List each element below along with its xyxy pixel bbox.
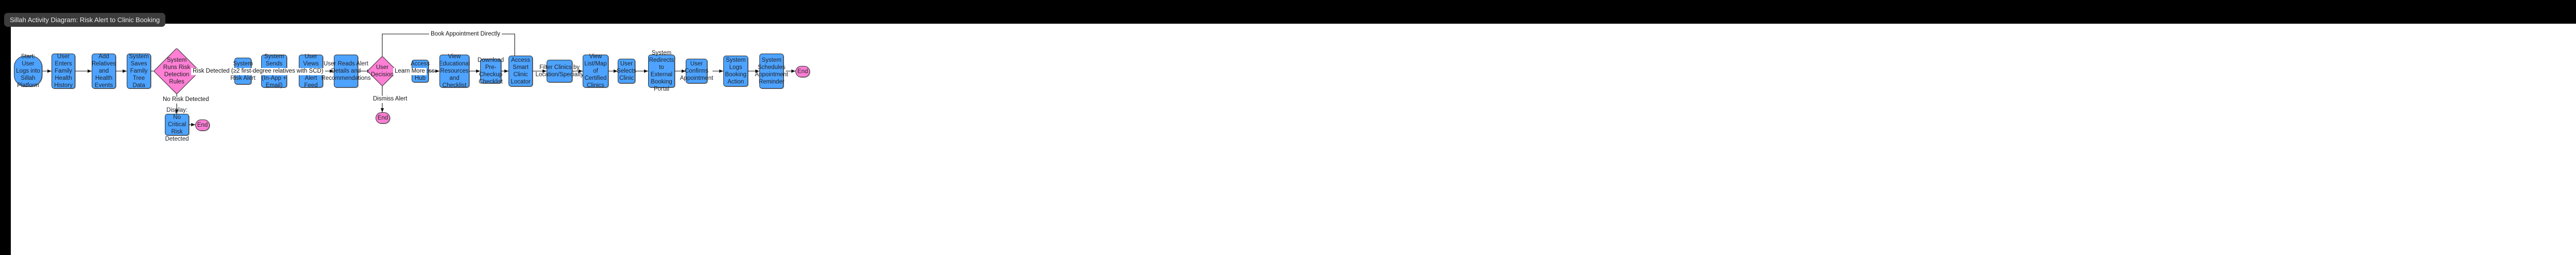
node-user-selects-clinic[interactable]: User Selects Clinic [617,59,636,83]
window-title: Sillah Activity Diagram: Risk Alert to C… [4,13,166,27]
edge-label-book-appointment-directly: Book Appointment Directly [429,31,502,38]
node-download-pre-checkup-checklist[interactable]: Download Pre-Checkup Checklist [477,57,504,86]
edge-label-risk-detected: Risk Detected (≥2 first-degree relatives… [191,68,325,75]
node-system-saves-family-tree-data[interactable]: System Saves Family Tree Data [127,54,151,89]
node-display-no-critical-risk-detected[interactable]: Display: No Critical Risk Detected [165,107,189,143]
node-view-educational-resources[interactable]: View Educational Resources and Checklist [438,53,470,89]
node-system-redirects-to-external-booking-portal[interactable]: System Redirects to External Booking Por… [648,49,675,93]
decision-label: System Runs Risk Detection Rules [163,57,191,86]
node-user-confirms-appointment[interactable]: User Confirms Appointment [680,59,713,83]
edge-label-no-risk-detected: No Risk Detected [161,96,211,104]
edge-label-learn-more: Learn More [393,68,427,75]
edge-layer [42,33,795,127]
node-start[interactable]: Start: User Logs into Sillah Platform [14,54,42,89]
diagram-canvas[interactable]: Start: User Logs into Sillah Platform Us… [11,24,2576,255]
node-end-dismiss[interactable]: End [376,112,390,124]
node-filter-clinics-by-location-specialty[interactable]: Filter Clinics by Location/Specialty [535,60,584,82]
node-system-runs-risk-detection-rules[interactable]: System Runs Risk Detection Rules [153,47,200,95]
node-user-enters-family-health-history[interactable]: User Enters Family Health History [52,54,75,89]
node-access-smart-clinic-locator[interactable]: Access Smart Clinic Locator [509,56,533,87]
node-view-list-map-of-certified-clinics[interactable]: View List/Map of Certified Clinics [583,54,608,89]
edge-label-dismiss-alert: Dismiss Alert [371,96,409,103]
node-system-logs-booking-action[interactable]: System Logs Booking Action [723,56,748,87]
node-end-booking[interactable]: End [795,66,810,77]
node-user-decision[interactable]: User Decision [367,56,398,87]
decision-label: User Decision [370,64,394,78]
node-system-schedules-appointment-reminder[interactable]: System Schedules Appointment Reminder [755,54,788,89]
node-end-no-risk[interactable]: End [195,120,210,131]
node-add-relatives-and-health-events[interactable]: Add Relatives and Health Events [91,53,116,89]
node-user-reads-alert-details[interactable]: User Reads Alert Details and Recommendat… [321,55,370,88]
